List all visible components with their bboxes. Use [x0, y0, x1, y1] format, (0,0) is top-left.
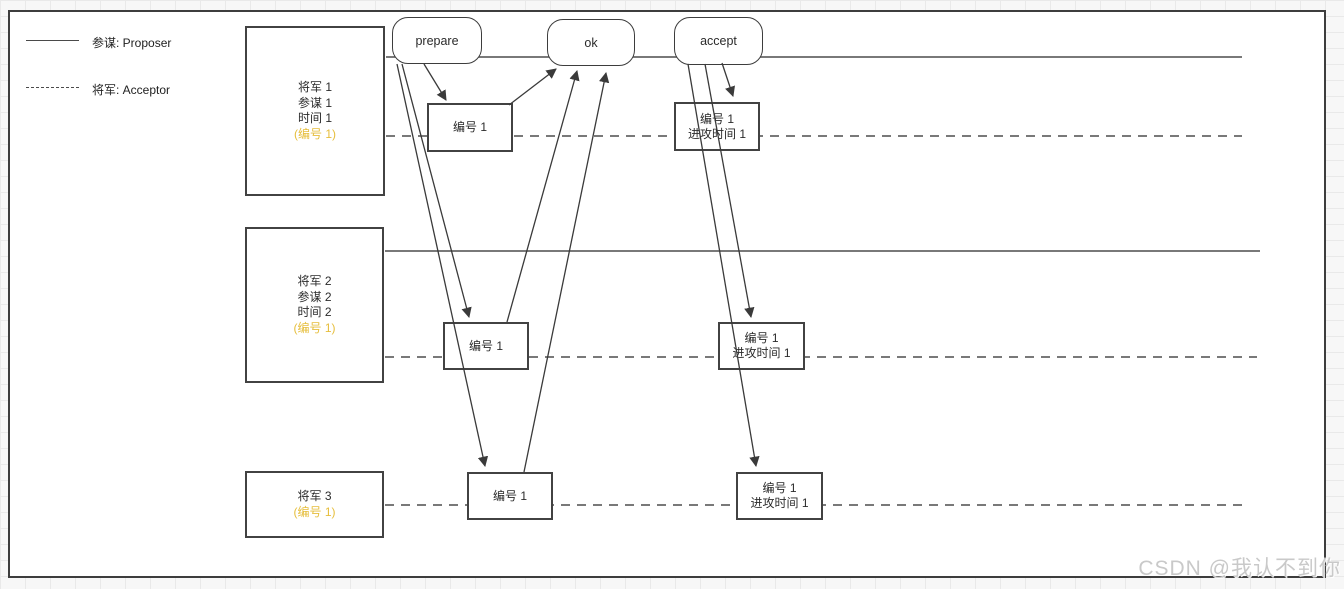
general-3-number: (编号 1) [293, 504, 336, 519]
legend-acceptor-line [26, 87, 79, 88]
general-1-line: 参谋 1 [297, 95, 332, 110]
diagram-panel-border [8, 10, 1326, 578]
general-2-line: 时间 2 [297, 305, 332, 319]
general-2-number: (编号 1) [293, 320, 336, 335]
general-2-box: 将军 2 参谋 2 时间 2 (编号 1) [245, 227, 384, 383]
message-text: 编号 1 [492, 488, 527, 503]
general-1-line: 时间 1 [297, 111, 332, 125]
message-text: 编号 1 [762, 481, 797, 495]
general-3-box: 将军 3 (编号 1) [245, 471, 384, 538]
general-2-line: 参谋 2 [297, 289, 332, 304]
legend-acceptor-label: 将军: Acceptor [92, 83, 171, 97]
legend-proposer-line [26, 40, 79, 41]
general-1-line: 将军 1 [297, 80, 332, 94]
message-accept-box-row3: 编号 1 进攻时间 1 [736, 472, 823, 520]
accept-pill: accept [674, 17, 763, 65]
message-text: 进攻时间 1 [750, 496, 809, 510]
ok-pill: ok [547, 19, 635, 66]
general-3-line: 将军 3 [297, 489, 332, 503]
message-accept-box-row2: 编号 1 进攻时间 1 [718, 322, 805, 370]
general-1-box: 将军 1 参谋 1 时间 1 (编号 1) [245, 26, 385, 196]
message-text: 编号 1 [744, 331, 779, 345]
message-number-box-row2: 编号 1 [443, 322, 529, 370]
message-text: 进攻时间 1 [687, 126, 746, 141]
general-1-number: (编号 1) [293, 126, 336, 141]
legend-proposer-label: 参谋: Proposer [92, 36, 172, 50]
csdn-watermark: CSDN @我认不到你 [1138, 557, 1341, 580]
message-number-box-row1: 编号 1 [427, 103, 513, 152]
prepare-pill: prepare [392, 17, 482, 64]
message-number-box-row3: 编号 1 [467, 472, 553, 520]
general-2-line: 将军 2 [297, 274, 332, 288]
message-text: 编号 1 [699, 111, 734, 126]
message-accept-box-row1: 编号 1 进攻时间 1 [674, 102, 760, 151]
message-text: 进攻时间 1 [732, 346, 791, 360]
message-text: 编号 1 [452, 120, 487, 134]
message-text: 编号 1 [468, 338, 503, 353]
